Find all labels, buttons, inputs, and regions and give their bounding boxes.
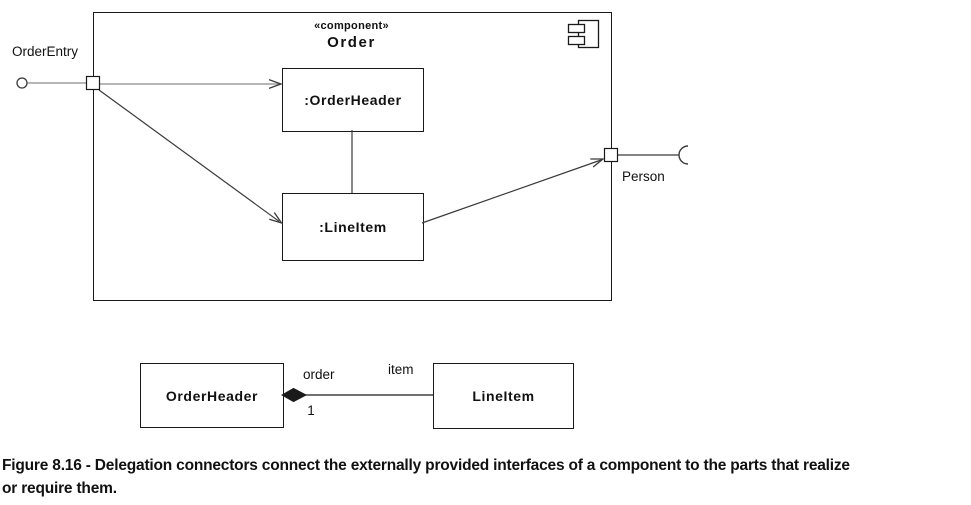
association-multiplicity: 1 [307, 403, 315, 418]
association-role-item: item [388, 362, 414, 377]
class-box-orderheader: OrderHeader [140, 363, 284, 428]
required-interface-label: Person [622, 169, 665, 184]
class-name-orderheader: OrderHeader [165, 387, 259, 404]
association-role-order: order [303, 367, 335, 382]
part-label-lineitem: :LineItem [319, 219, 387, 235]
part-box-lineitem: :LineItem [282, 193, 424, 261]
component-name: Order [327, 33, 376, 51]
figure-caption-line2: or require them. [2, 480, 117, 497]
figure-caption: Figure 8.16 - Delegation connectors conn… [2, 454, 969, 500]
provided-interface-label: OrderEntry [12, 44, 79, 59]
provided-interface-ball-icon [16, 77, 28, 89]
class-box-lineitem: LineItem [433, 363, 574, 429]
class-name-lineitem: LineItem [472, 388, 535, 404]
component-header: «component» Order [93, 20, 610, 53]
figure-caption-line1: Figure 8.16 - Delegation connectors conn… [2, 457, 850, 474]
required-interface-socket-icon [678, 145, 689, 165]
composition-diamond-icon [280, 387, 308, 403]
part-box-orderheader: :OrderHeader [282, 68, 424, 132]
part-label-orderheader: :OrderHeader [304, 92, 402, 108]
component-stereotype: «component» [314, 20, 389, 32]
